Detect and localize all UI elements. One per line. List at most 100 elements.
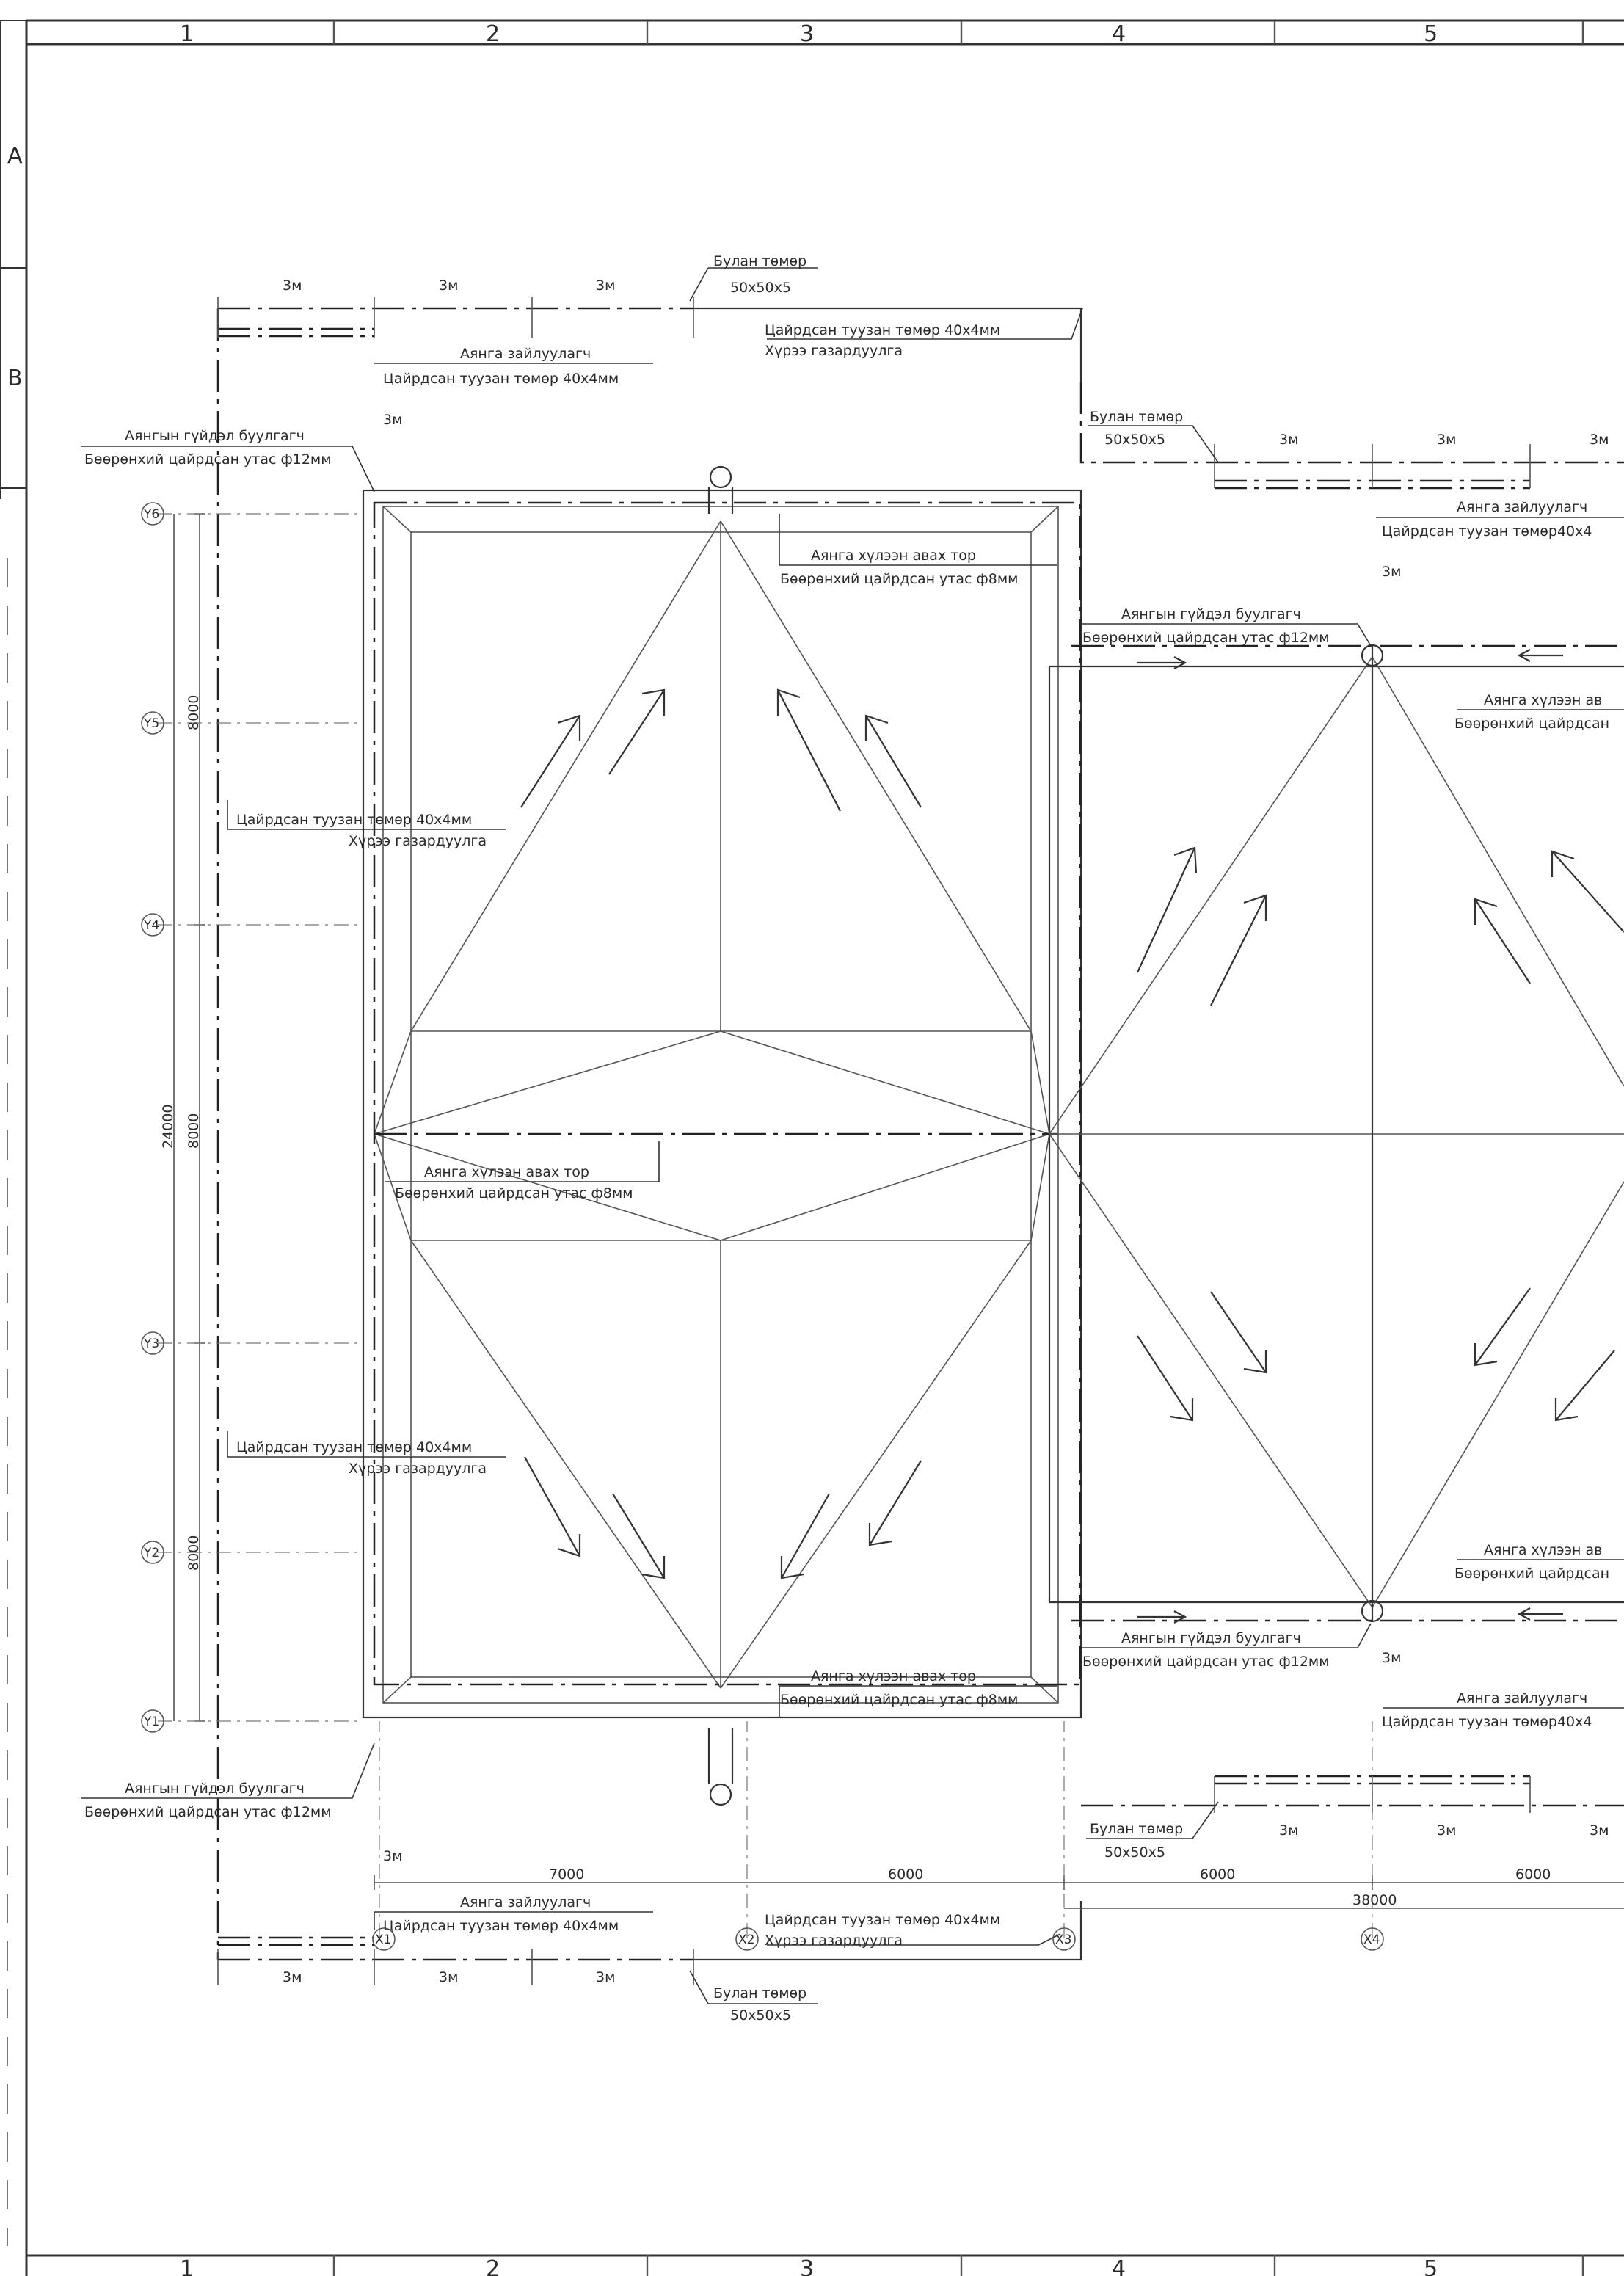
wire12-bottom-right-label: Бөөрөнхий цайрдсан утас ф12мм [1082, 1654, 1330, 1670]
axis-y1: Y1 [143, 1715, 159, 1729]
wire8-top-label: Бөөрөнхий цайрдсан утас ф8мм [780, 571, 1018, 587]
spacing-bottom-3: 3м [596, 1969, 615, 1985]
corner-angle-top-size: 50x50x5 [730, 280, 791, 296]
wire8-bottom-label: Бөөрөнхий цайрдсан утас ф8мм [780, 1692, 1018, 1708]
wire8-center-label: Бөөрөнхий цайрдсан утас ф8мм [395, 1185, 633, 1201]
wire12-tl-label: Бөөрөнхий цайрдсан утас ф12мм [84, 451, 332, 468]
ground-loop-bottom-label: Хүрээ газардуулга [765, 1933, 903, 1949]
spacing-labels: 3м 3м 3м 3м 3м 3м 3м 3м 3м 3м 3м 3м 3м 3… [283, 277, 1609, 1985]
roof-slope-arrows [520, 649, 1624, 1624]
axis-x2: X2 [738, 1933, 754, 1947]
dim-x-total: 38000 [1352, 1892, 1397, 1908]
wire-right-top-label: Бөөрөнхий цайрдсан [1454, 716, 1609, 732]
axis-markers: Y6 Y5 Y4 Y3 Y2 Y1 X1 X2 X3 X4 [141, 502, 1384, 1951]
column-label-3: 3 [800, 21, 814, 47]
ground-loop-left-lower-label: Хүрээ газардуулга [349, 1461, 487, 1477]
mesh-center-label: Аянга хүлээн авах тор [424, 1164, 589, 1180]
dim-x-7000: 7000 [549, 1866, 584, 1883]
axis-y6: Y6 [143, 507, 159, 522]
spacing-bottom-2: 3м [439, 1969, 458, 1985]
strip-bottom-label: Цайрдсан туузан төмөр 40x4мм [765, 1912, 1000, 1928]
dim-y-upper: 8000 [186, 695, 202, 730]
column-label-bottom-2: 2 [486, 2256, 500, 2276]
mesh-top-label: Аянга хүлээн авах тор [811, 548, 976, 564]
corner-angle-bottom-size: 50x50x5 [730, 2007, 791, 2024]
spacing-right-vert-bottom: 3м [1382, 1650, 1401, 1666]
dim-y-lower: 8000 [186, 1535, 202, 1571]
corner-angle-bottom-label: Булан төмөр [713, 1985, 806, 2002]
axis-y5: Y5 [143, 716, 159, 731]
spacing-right-bottom-1: 3м [1279, 1822, 1298, 1839]
roof-left [362, 465, 1082, 1806]
spreader-top-label: Аянга зайлуулагч [460, 346, 591, 362]
corner-angle-right-top-label: Булан төмөр [1090, 409, 1183, 425]
zone-labels: 1 2 3 4 5 1 2 3 4 5 A B [7, 21, 1438, 2276]
spacing-right-top-1: 3м [1279, 432, 1298, 448]
corner-angle-right-bottom-size: 50x50x5 [1104, 1844, 1165, 1861]
spacing-right-top-3: 3м [1590, 432, 1609, 448]
ground-loop-top-label: Хүрээ газардуулга [765, 343, 903, 359]
spacing-left-bottom: 3м [383, 1848, 402, 1864]
callout-leaders [81, 267, 1624, 2004]
spacing-right-top-2: 3м [1437, 432, 1456, 448]
dim-y-middle: 8000 [186, 1113, 202, 1149]
corner-angle-right-bottom-label: Булан төмөр [1090, 1821, 1183, 1837]
column-label-2: 2 [486, 21, 500, 47]
strip-top-left-label: Цайрдсан туузан төмөр 40x4мм [383, 371, 619, 387]
strip-right-top-label: Цайрдсан туузан төмөр40x4 [1382, 523, 1592, 539]
spreader-bottom-label: Аянга зайлуулагч [460, 1894, 591, 1910]
spacing-right-bottom-3: 3м [1590, 1822, 1609, 1839]
strip-left-upper-label: Цайрдсан туузан төмөр 40x4мм [236, 812, 472, 828]
dim-x-6000-c: 6000 [1515, 1866, 1551, 1883]
dim-y-total: 24000 [160, 1105, 176, 1149]
down-conductor-bl-label: Аянгын гүйдэл буулгагч [125, 1781, 305, 1797]
corner-angle-right-top-size: 50x50x5 [1104, 432, 1165, 448]
column-label-bottom-1: 1 [180, 2256, 194, 2276]
dimension-lines [158, 513, 1624, 1938]
column-label-5: 5 [1424, 21, 1438, 47]
spacing-bottom-1: 3м [283, 1969, 302, 1985]
spacing-left-top: 3м [383, 412, 402, 428]
axis-y4: Y4 [143, 918, 159, 933]
axis-x1: X1 [375, 1933, 391, 1947]
spacing-right-vert-top: 3м [1382, 564, 1401, 580]
spacing-right-bottom-2: 3м [1437, 1822, 1456, 1839]
spacing-top-2: 3м [439, 277, 458, 294]
spacing-top-1: 3м [283, 277, 302, 294]
column-label-bottom-5: 5 [1424, 2256, 1438, 2276]
row-label-B: B [7, 366, 23, 391]
strip-right-bottom-label: Цайрдсан туузан төмөр40x4 [1382, 1714, 1592, 1730]
axis-x3: X3 [1055, 1933, 1071, 1947]
column-label-1: 1 [180, 21, 194, 47]
mesh-right-bottom-label: Аянга хүлээн ав [1484, 1542, 1602, 1558]
wire-right-bottom-label: Бөөрөнхий цайрдсан [1454, 1566, 1609, 1582]
down-conductor-tl-label: Аянгын гүйдэл буулгагч [125, 428, 305, 444]
column-label-bottom-3: 3 [800, 2256, 814, 2276]
sheet-frame [0, 19, 1624, 2276]
mesh-bottom-label: Аянга хүлээн авах тор [811, 1668, 976, 1684]
roof-right [1048, 644, 1624, 1623]
down-conductor-top-right-label: Аянгын гүйдэл буулгагч [1121, 606, 1301, 622]
callout-texts: Булан төмөр 50x50x5 Цайрдсан туузан төмө… [84, 253, 1609, 2024]
column-label-bottom-4: 4 [1112, 2256, 1126, 2276]
axis-x4: X4 [1363, 1933, 1380, 1947]
spacing-top-3: 3м [596, 277, 615, 294]
strip-left-lower-label: Цайрдсан туузан төмөр 40x4мм [236, 1439, 472, 1455]
row-label-A: A [7, 143, 23, 169]
wire12-top-right-label: Бөөрөнхий цайрдсан утас ф12мм [1082, 630, 1330, 646]
strip-bottom-left-label: Цайрдсан туузан төмөр 40x4мм [383, 1918, 619, 1934]
spreader-right-bottom-label: Аянга зайлуулагч [1457, 1690, 1587, 1706]
ground-loop-left-upper-label: Хүрээ газардуулга [349, 833, 487, 849]
wire12-bl-label: Бөөрөнхий цайрдсан утас ф12мм [84, 1804, 332, 1820]
dim-x-6000-a: 6000 [888, 1866, 923, 1883]
axis-y2: Y2 [143, 1546, 159, 1560]
down-conductor-bottom-right-label: Аянгын гүйдэл буулгагч [1121, 1630, 1301, 1646]
dimension-texts: 8000 8000 8000 24000 7000 6000 6000 6000… [160, 695, 1551, 1908]
spreader-right-top-label: Аянга зайлуулагч [1457, 499, 1587, 515]
mesh-right-top-label: Аянга хүлээн ав [1484, 692, 1602, 708]
column-label-4: 4 [1112, 21, 1126, 47]
strip-top-label: Цайрдсан туузан төмөр 40x4мм [765, 322, 1000, 338]
axis-y3: Y3 [143, 1337, 159, 1351]
dim-x-6000-b: 6000 [1200, 1866, 1235, 1883]
